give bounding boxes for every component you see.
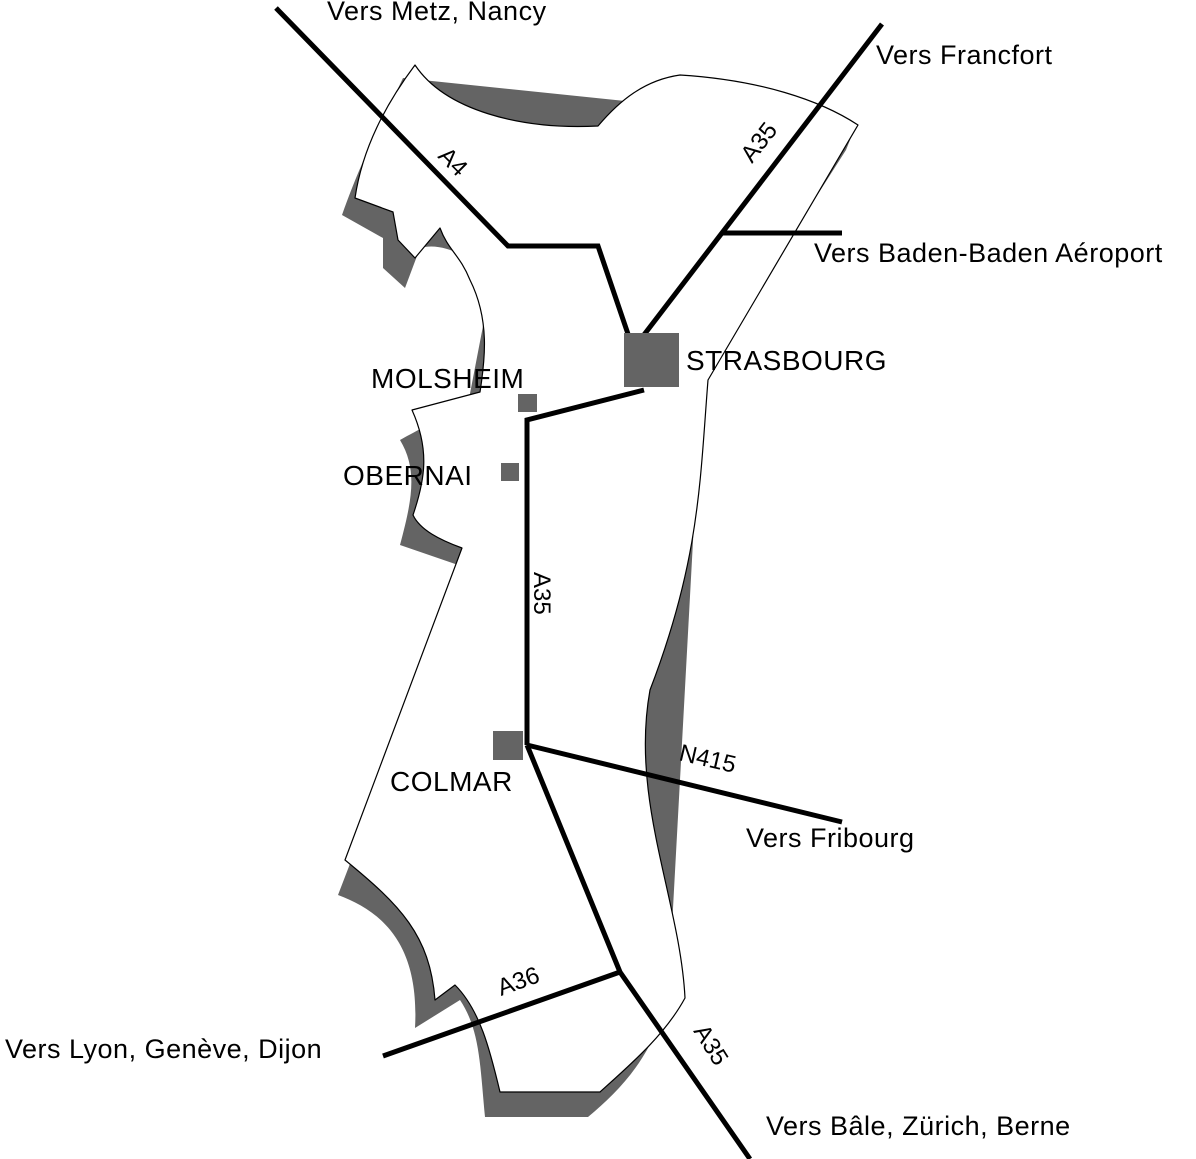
destination-bale-zurich-berne: Vers Bâle, Zürich, Berne bbox=[766, 1111, 1071, 1141]
obernai-marker bbox=[501, 463, 519, 481]
destination-lyon-geneve-dijon: Vers Lyon, Genève, Dijon bbox=[5, 1034, 322, 1064]
destination-baden-baden: Vers Baden-Baden Aéroport bbox=[814, 238, 1163, 268]
n415-road-label: N415 bbox=[677, 740, 739, 779]
destination-francfort: Vers Francfort bbox=[876, 40, 1053, 70]
a35-center-road-label: A35 bbox=[528, 572, 555, 615]
obernai-label: OBERNAI bbox=[343, 460, 473, 491]
a35-center-highway bbox=[524, 387, 645, 745]
a4-highway bbox=[274, 6, 631, 335]
strasbourg-label: STRASBOURG bbox=[686, 345, 887, 376]
molsheim-marker bbox=[518, 394, 537, 412]
colmar-marker bbox=[493, 731, 523, 760]
strasbourg-marker bbox=[624, 333, 679, 387]
alsace-region bbox=[344, 64, 859, 1093]
destination-fribourg: Vers Fribourg bbox=[746, 823, 915, 853]
destination-metz-nancy: Vers Metz, Nancy bbox=[327, 0, 547, 26]
molsheim-label: MOLSHEIM bbox=[371, 363, 524, 394]
colmar-label: COLMAR bbox=[390, 766, 513, 797]
a35-south-road-label: A35 bbox=[688, 1020, 734, 1071]
n415-road bbox=[526, 742, 843, 825]
a35-north-highway bbox=[638, 22, 884, 342]
a36-highway bbox=[382, 969, 621, 1059]
